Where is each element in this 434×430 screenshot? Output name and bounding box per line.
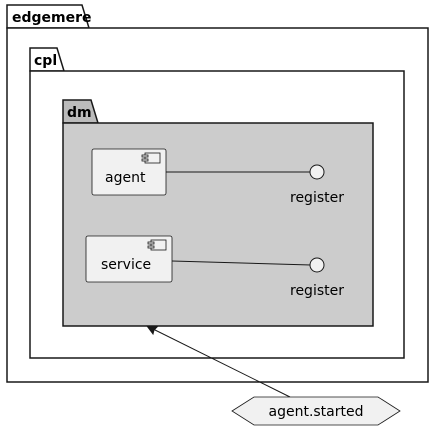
interface-service-register[interactable]: register: [290, 257, 344, 299]
package-cpl-label: cpl: [34, 53, 57, 69]
component-service[interactable]: service: [85, 235, 173, 283]
interface-agent-register-label: register: [290, 190, 344, 206]
interface-service-register-label: register: [290, 283, 344, 299]
interface-circle[interactable]: [309, 257, 325, 273]
package-edgemere-label: edgemere: [12, 10, 92, 26]
interface-agent-register[interactable]: register: [290, 164, 344, 206]
component-agent[interactable]: agent: [91, 148, 167, 196]
interface-circle[interactable]: [309, 164, 325, 180]
event-agent-started[interactable]: agent.started: [231, 396, 401, 426]
event-hexagon[interactable]: [231, 396, 401, 426]
component-icon: [141, 152, 161, 164]
event-agent-started-label: agent.started: [269, 404, 364, 420]
package-dm-label: dm: [67, 105, 92, 121]
component-icon: [147, 239, 167, 251]
arrow-head: [145, 325, 159, 336]
event-arrow: [145, 325, 291, 398]
link-service-register: [171, 260, 312, 266]
component-agent-label: agent: [105, 170, 146, 186]
component-service-label: service: [101, 257, 151, 273]
